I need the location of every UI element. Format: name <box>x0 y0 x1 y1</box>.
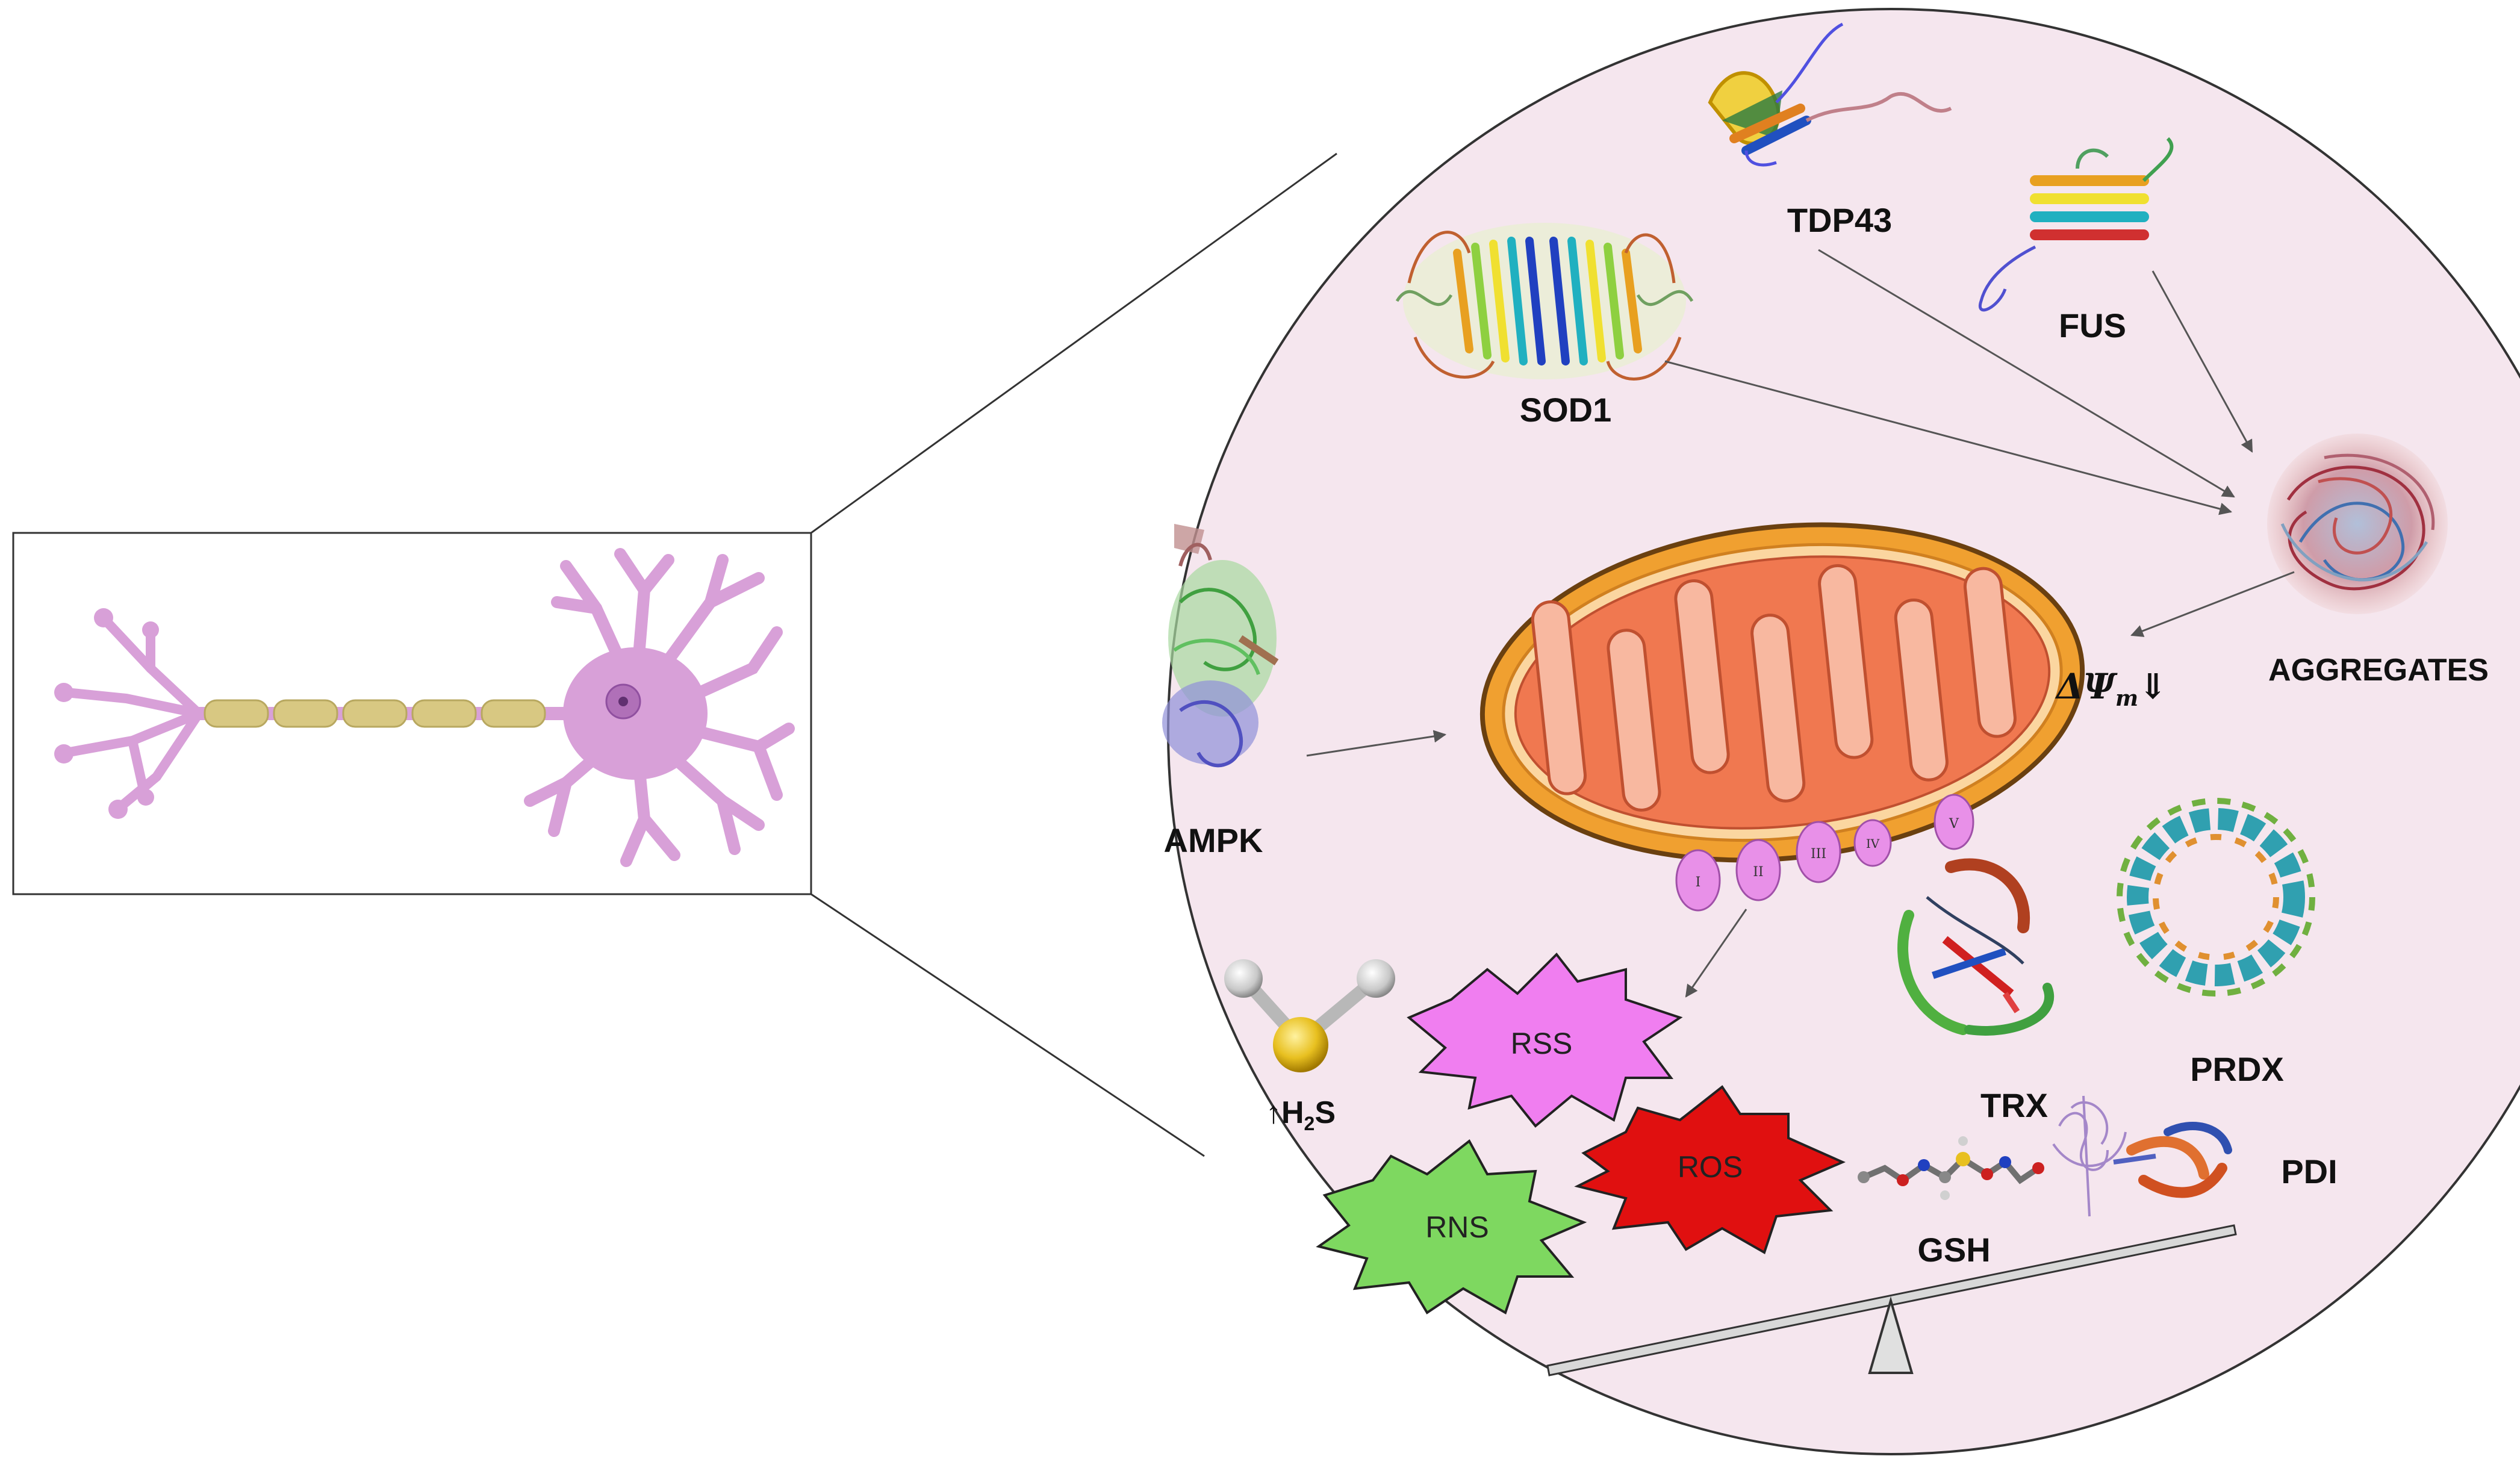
prdx-protein-structure <box>2117 798 2315 997</box>
membrane-potential-label: ΔΨm⇓ <box>2055 666 2168 711</box>
aggregates-label: AGGREGATES <box>2268 653 2489 688</box>
axon-terminal <box>61 615 204 812</box>
svg-text:III: III <box>1811 847 1826 862</box>
arrow-sod1-to-aggregates <box>1664 360 2233 515</box>
complex-III: III <box>1796 821 1841 883</box>
complex-I: I <box>1675 849 1721 912</box>
sod1-label: SOD1 <box>1520 391 1612 429</box>
trx-protein-structure <box>1897 858 2054 1036</box>
complex-II: II <box>1735 839 1781 901</box>
fus-label: FUS <box>2059 306 2126 344</box>
svg-text:ROS: ROS <box>1678 1150 1743 1184</box>
complex-IV: IV <box>1853 819 1892 867</box>
rss-burst: RSS <box>1407 952 1683 1128</box>
trx-label: TRX <box>1980 1086 2048 1124</box>
h2s-label: ↑H2S <box>1266 1095 1336 1134</box>
axon-terminal-buttons <box>54 608 159 819</box>
rns-burst: RNS <box>1316 1139 1587 1314</box>
myelin-sheath <box>204 699 546 728</box>
h2s-molecule <box>1224 959 1395 1072</box>
arrow-aggregates-to-mitochondrion <box>2130 571 2295 637</box>
arrow-ampk-to-mitochondrion <box>1306 730 1447 757</box>
ampk-protein-structure <box>1162 524 1279 768</box>
seesaw-fulcrum <box>1868 1296 1914 1374</box>
aggregates-structure <box>2267 434 2448 614</box>
gsh-molecule <box>1858 1136 2044 1200</box>
svg-text:RSS: RSS <box>1511 1027 1573 1060</box>
svg-text:V: V <box>1949 816 1959 832</box>
ros-burst: ROS <box>1574 1085 1846 1254</box>
tdp43-protein-structure <box>1708 22 1952 167</box>
sod1-protein-structure <box>1395 223 1694 381</box>
fus-protein-structure <box>1978 137 2174 312</box>
arrow-fus-to-aggregates <box>2151 270 2253 453</box>
svg-text:II: II <box>1753 865 1763 880</box>
svg-text:I: I <box>1696 875 1701 890</box>
sulfur-atom <box>1273 1017 1328 1072</box>
cristae <box>1531 564 2017 812</box>
neuron-inset <box>12 532 812 895</box>
tdp43-label: TDP43 <box>1787 201 1892 239</box>
prdx-label: PRDX <box>2190 1050 2284 1088</box>
svg-text:IV: IV <box>1866 836 1880 851</box>
complex-V: V <box>1934 794 1974 850</box>
etc-complexes: I II III IV V <box>1675 794 1974 912</box>
redox-balance-seesaw <box>1546 1224 2237 1376</box>
pathway-arrows <box>1306 249 2295 998</box>
mitochondrion <box>1479 522 2085 863</box>
hydrogen-atom <box>1224 959 1263 998</box>
arrow-tdp43-to-aggregates <box>1818 249 2235 498</box>
zoom-connector-lines <box>810 152 1337 1157</box>
svg-text:RNS: RNS <box>1425 1210 1489 1244</box>
pdi-label: PDI <box>2281 1152 2337 1190</box>
arrow-complexes-to-rss <box>1685 909 1747 998</box>
gsh-label: GSH <box>1917 1231 1990 1269</box>
ampk-label: AMPK <box>1164 821 1263 859</box>
hydrogen-atom <box>1357 959 1395 998</box>
pdi-protein-structure <box>2052 1095 2232 1217</box>
